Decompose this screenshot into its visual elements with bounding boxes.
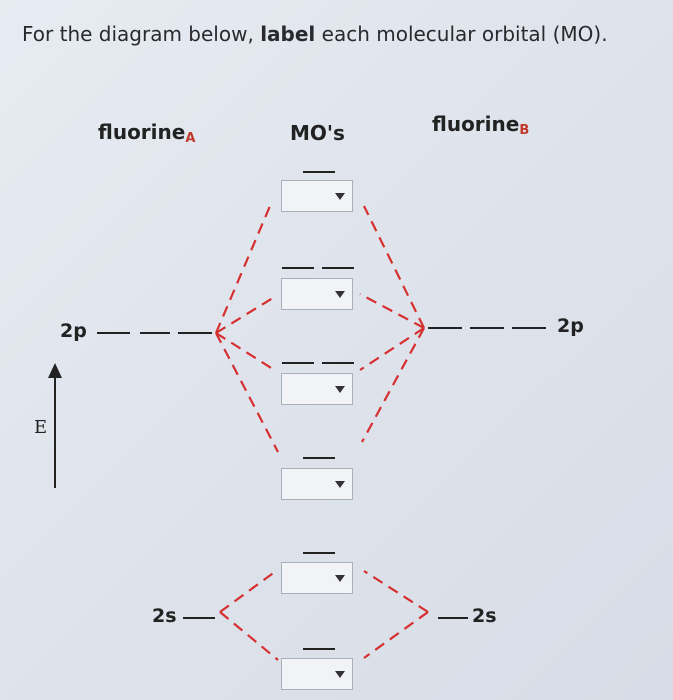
mo-dropdown-1[interactable] (281, 180, 353, 212)
fluorine-a-name: fluorine (98, 120, 186, 144)
question-text: For the diagram below, label each molecu… (22, 22, 608, 46)
fluorine-a-header: fluorineA (98, 120, 195, 146)
correlation-lines (214, 205, 429, 661)
fluorine-b-subscript: B (519, 123, 530, 138)
mo-dropdown-3[interactable] (281, 373, 353, 405)
question-suffix: each molecular orbital (MO). (315, 22, 608, 46)
right-2p-label: 2p (557, 315, 584, 337)
chevron-down-icon (335, 193, 345, 200)
energy-axis-arrow (48, 363, 62, 488)
mo-dropdown-5[interactable] (281, 562, 353, 594)
chevron-down-icon (335, 386, 345, 393)
mo-dropdown-2[interactable] (281, 278, 353, 310)
mo-dropdown-4[interactable] (281, 468, 353, 500)
fluorine-b-name: fluorine (432, 112, 520, 136)
chevron-down-icon (335, 575, 345, 582)
chevron-down-icon (335, 291, 345, 298)
mo-dropdown-6[interactable] (281, 658, 353, 690)
question-prefix: For the diagram below, (22, 22, 261, 46)
fluorine-a-subscript: A (185, 131, 196, 146)
left-2s-label: 2s (152, 605, 177, 627)
mos-header: MO's (290, 121, 345, 145)
fluorine-b-header: fluorineB (432, 112, 529, 138)
energy-axis-label: E (34, 417, 48, 438)
chevron-down-icon (335, 671, 345, 678)
question-bold: label (260, 22, 316, 46)
left-2p-label: 2p (60, 320, 87, 342)
chevron-down-icon (335, 481, 345, 488)
right-2s-label: 2s (472, 605, 497, 627)
